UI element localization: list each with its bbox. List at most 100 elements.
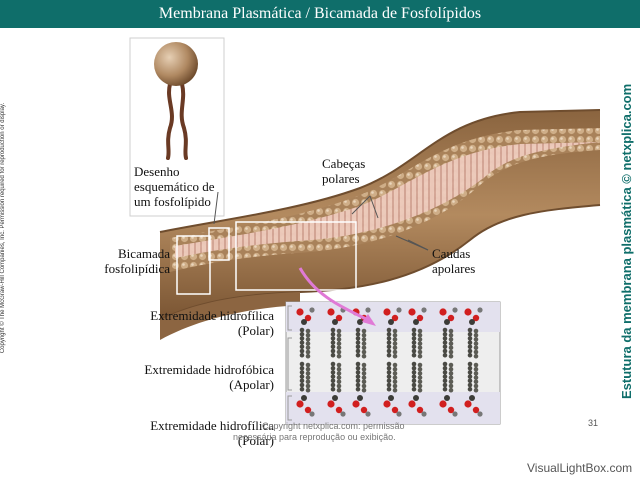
tail-atom — [361, 341, 367, 346]
tail-atom — [411, 365, 417, 371]
tail-atom — [330, 374, 336, 379]
tail-atom — [305, 362, 311, 368]
tail-atom — [442, 370, 448, 375]
tail-atom — [386, 352, 392, 358]
tail-atom — [442, 348, 448, 354]
tail-atom — [417, 353, 423, 359]
tail-atom — [336, 353, 342, 359]
tail-atom — [392, 337, 398, 342]
tail-atom — [336, 387, 342, 393]
tail-atom — [417, 387, 423, 393]
tail-atom — [330, 382, 336, 388]
tail-atom — [330, 340, 336, 345]
tail-atom — [473, 366, 479, 372]
tail-atom — [411, 331, 417, 337]
tail-atom — [473, 349, 479, 355]
tail-atom — [473, 345, 479, 351]
tail-atom — [361, 349, 367, 355]
carbon-atom — [340, 411, 346, 417]
tail-atom — [336, 349, 342, 355]
oxygen-atom — [416, 406, 424, 414]
tail-atom — [361, 362, 367, 368]
tail-atom — [473, 379, 479, 385]
oxygen-atom — [383, 308, 391, 316]
tail-atom — [467, 352, 473, 358]
tail-atom — [386, 378, 392, 384]
tail-atom — [417, 332, 423, 338]
tail-atom — [305, 345, 311, 351]
tail-atom — [355, 386, 361, 392]
tail-atom — [473, 375, 479, 380]
tail-atom — [392, 332, 398, 338]
tail-atom — [361, 375, 367, 380]
tail-atom — [392, 383, 398, 389]
tail-atom — [448, 337, 454, 342]
hydrophilic-top-label: Extremidade hidrofílica (Polar) — [150, 308, 274, 338]
tail-atom — [417, 345, 423, 351]
oxygen-atom — [391, 314, 399, 322]
phospholipid-pointer — [213, 191, 219, 225]
tail-atom — [386, 340, 392, 345]
tail-atom — [411, 382, 417, 388]
tail-atom — [386, 370, 392, 375]
tail-atom — [473, 371, 479, 376]
oxygen-atom — [360, 406, 368, 414]
tail-atom — [442, 378, 448, 384]
hydrophobic-label: Extremidade hidrofóbica (Apolar) — [144, 362, 274, 392]
tail-atom — [361, 366, 367, 372]
carbon-atom — [301, 395, 307, 401]
tail-atom — [330, 352, 336, 358]
carbon-atom — [388, 319, 394, 325]
carbon-atom — [357, 395, 363, 401]
inset-brackets — [287, 305, 292, 421]
tail-atom — [442, 365, 448, 371]
tail-atom — [386, 361, 392, 367]
tail-atom — [392, 366, 398, 372]
tail-atom — [417, 328, 423, 334]
oxygen-atom — [296, 400, 304, 408]
tail-atom — [417, 383, 423, 389]
tail-atom — [417, 337, 423, 342]
tail-atom — [442, 352, 448, 358]
oxygen-atom — [439, 400, 447, 408]
oxygen-atom — [335, 314, 343, 322]
oxygen-atom — [352, 400, 360, 408]
tail-atom — [467, 361, 473, 367]
oxygen-atom — [464, 308, 472, 316]
carbon-atom — [309, 307, 315, 313]
tail-atom — [411, 361, 417, 367]
tail-atom — [448, 341, 454, 346]
bilayer-highlight-box — [176, 235, 211, 295]
oxygen-atom — [472, 406, 480, 414]
tail-atom — [336, 345, 342, 351]
oxygen-atom — [335, 406, 343, 414]
tail-atom — [448, 332, 454, 338]
tail-atom — [299, 327, 305, 333]
tail-atom — [417, 349, 423, 355]
tail-atom — [336, 341, 342, 346]
tail-atom — [299, 340, 305, 345]
tail-atom — [305, 328, 311, 334]
tail-atom — [386, 365, 392, 371]
tail-atom — [336, 337, 342, 342]
carbon-atom — [388, 395, 394, 401]
tail-atom — [392, 379, 398, 385]
tail-atom — [299, 348, 305, 354]
tail-atom — [355, 344, 361, 350]
tail-atom — [355, 382, 361, 388]
oxygen-atom — [464, 400, 472, 408]
tail-atom — [392, 328, 398, 334]
tail-atom — [305, 332, 311, 338]
carbon-atom — [477, 307, 483, 313]
oxygen-atom — [408, 308, 416, 316]
tail-atom — [299, 365, 305, 371]
carbon-atom — [396, 411, 402, 417]
carbon-atom — [444, 319, 450, 325]
oxygen-atom — [296, 308, 304, 316]
bilayer-label: Bicamada fosfolipídica — [104, 246, 170, 276]
oxygen-atom — [383, 400, 391, 408]
tail-atom — [299, 331, 305, 337]
oxygen-atom — [416, 314, 424, 322]
tail-atom — [442, 374, 448, 379]
footer-copyright-line1: Copyright netxplica.com: permissão — [262, 421, 405, 431]
